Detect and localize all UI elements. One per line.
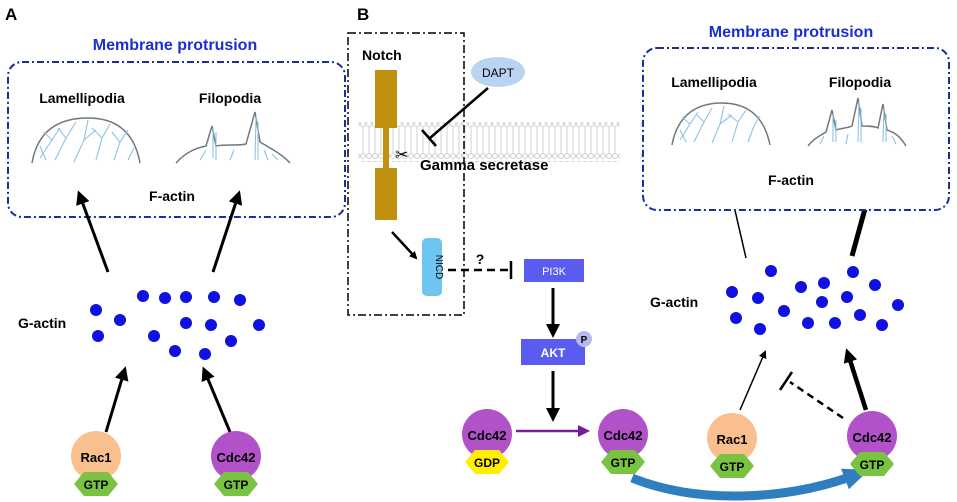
phospho-label: P bbox=[581, 335, 588, 346]
cdc42-gtp-middle: Cdc42 GTP bbox=[598, 409, 648, 474]
question-mark: ? bbox=[476, 251, 485, 267]
gamma-secretase-label: Gamma secretase bbox=[420, 157, 548, 174]
panel-a-rac1-gtp-label: GTP bbox=[84, 478, 109, 492]
panel-a-cdc42-gtp-label: GTP bbox=[224, 478, 249, 492]
panel-a-arrow-to-filopodia bbox=[211, 190, 243, 273]
panel-b-gactin-dots bbox=[726, 265, 904, 335]
panel-b-rac1-arrow bbox=[739, 350, 767, 411]
panel-b-lamellipodia-label: Lamellipodia bbox=[671, 74, 757, 90]
nicd-label: NICD bbox=[433, 255, 444, 279]
dapt-inhibition-line bbox=[429, 87, 489, 139]
panel-b-factin-label: F-actin bbox=[768, 172, 814, 188]
cdc42-rac1-inhibition-line bbox=[789, 380, 844, 420]
cdc42-gtp-middle-name: Cdc42 bbox=[603, 428, 642, 443]
panel-a-filopodia-graphic bbox=[175, 111, 291, 164]
panel-a-rac1-label: Rac1 bbox=[80, 450, 111, 465]
panel-b-cdc42-gtp-label: GTP bbox=[860, 458, 885, 472]
panel-a-factin-label: F-actin bbox=[149, 188, 195, 204]
panel-a-lamellipodia-graphic bbox=[31, 117, 141, 164]
akt-box bbox=[521, 339, 585, 365]
panel-a-rac1-gtp: Rac1 GTP bbox=[71, 431, 121, 496]
panel-a-cdc42-label: Cdc42 bbox=[216, 450, 255, 465]
panel-a-filopodia-label: Filopodia bbox=[199, 90, 261, 106]
panel-a-arrow-rac1 bbox=[104, 366, 129, 433]
cdc42-gdp: Cdc42 GDP bbox=[462, 409, 512, 474]
cdc42-gtp-middle-gtp: GTP bbox=[611, 456, 636, 470]
panel-b-lamellipodia-graphic bbox=[671, 102, 771, 146]
phospho-circle bbox=[576, 331, 592, 347]
notch-box bbox=[347, 32, 465, 316]
panel-a-lamellipodia-label: Lamellipodia bbox=[39, 90, 125, 106]
panel-b-title: Membrane protrusion bbox=[709, 24, 873, 41]
scissors-icon: ✂ bbox=[395, 147, 408, 164]
panel-a-gactin-dots bbox=[90, 290, 265, 360]
pi3k-label: PI3K bbox=[542, 266, 567, 278]
panel-b-rac1-label: Rac1 bbox=[716, 432, 747, 447]
notch-receptor bbox=[375, 70, 397, 220]
dapt-inhibition-bar bbox=[421, 129, 437, 147]
panel-b-letter: B bbox=[357, 5, 369, 24]
notch-to-nicd-arrow bbox=[391, 231, 418, 260]
panel-b-rac1-gtp-label: GTP bbox=[720, 460, 745, 474]
panel-b-cdc42-arrow bbox=[843, 348, 869, 411]
panel-a-cdc42-gtp: Cdc42 GTP bbox=[211, 431, 261, 496]
akt-label: AKT bbox=[541, 346, 566, 360]
panel-b-filopodia-label: Filopodia bbox=[829, 74, 891, 90]
cdc42-rac1-inhibition-bar bbox=[778, 371, 794, 391]
panel-a-letter: A bbox=[5, 5, 17, 24]
panel-a-gactin-label: G-actin bbox=[18, 315, 66, 331]
panel-a-arrow-to-lamellipodia bbox=[76, 190, 110, 273]
gdp-label: GDP bbox=[474, 456, 500, 470]
nicd-block bbox=[422, 238, 442, 296]
cdc42-gdp-name: Cdc42 bbox=[467, 428, 506, 443]
notch-label: Notch bbox=[362, 47, 402, 63]
panel-b-protrusion-box bbox=[642, 47, 950, 211]
pi3k-box bbox=[524, 259, 584, 282]
membrane-left bbox=[358, 122, 620, 162]
curved-translocation-arrow bbox=[630, 468, 870, 501]
panel-b-gactin-label: G-actin bbox=[650, 294, 698, 310]
panel-a-protrusion-box bbox=[7, 61, 346, 218]
panel-b-rac1-gtp: Rac1 GTP bbox=[707, 413, 757, 478]
panel-b-filopodia-graphic bbox=[807, 97, 907, 147]
dapt-ellipse bbox=[471, 57, 525, 87]
dapt-label: DAPT bbox=[482, 66, 515, 80]
panel-b-cdc42-label: Cdc42 bbox=[852, 430, 891, 445]
panel-b-cdc42-gtp: Cdc42 GTP bbox=[847, 411, 897, 476]
panel-a-title: Membrane protrusion bbox=[93, 37, 257, 54]
panel-a-arrow-cdc42 bbox=[201, 366, 232, 433]
